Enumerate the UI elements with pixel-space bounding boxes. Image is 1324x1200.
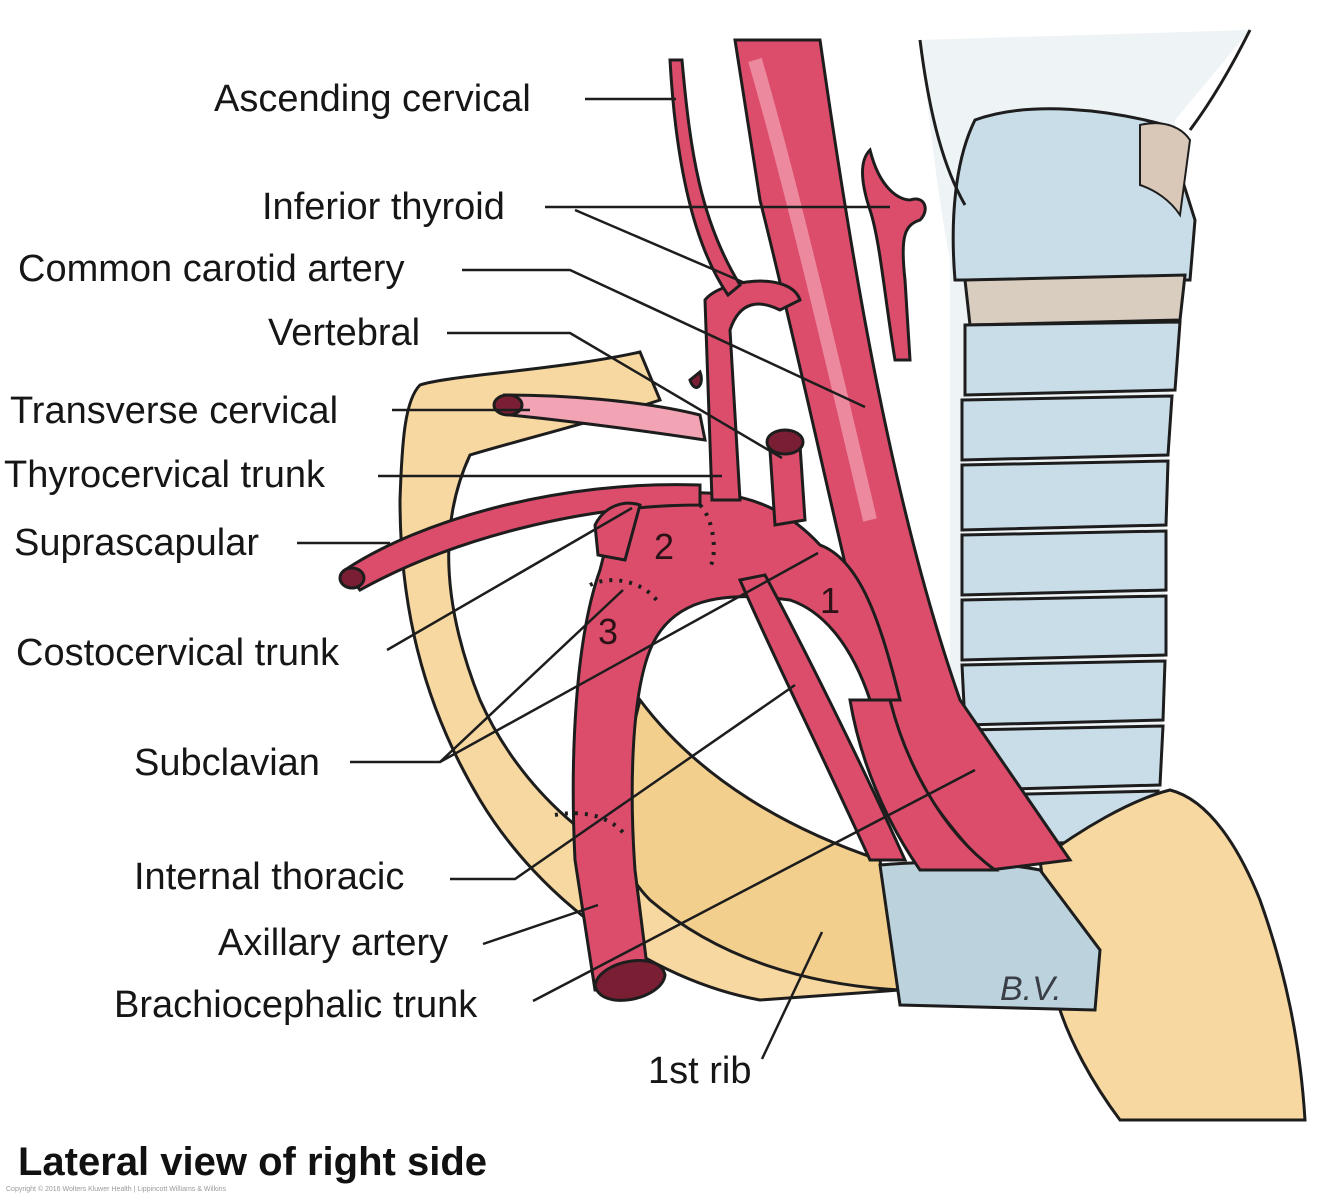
subclavian-part-dividers [554, 503, 716, 837]
internal-thoracic-shape [737, 573, 908, 862]
leader-lines [297, 97, 976, 1060]
arteries [338, 38, 1073, 1002]
label-suprascapular: Suprascapular [14, 522, 260, 564]
trachea [918, 29, 1252, 860]
leader-brachiocephalic-trunk [532, 768, 976, 1003]
costocervical-shape [593, 501, 642, 562]
axillary-lumen [593, 959, 667, 1002]
subclavian-part-1: 1 [820, 580, 841, 621]
leader-vertebral [447, 331, 783, 460]
artist-signature: B.V. [1000, 970, 1062, 1008]
bones [398, 350, 1307, 1122]
transverse-cervical-shape [503, 393, 707, 442]
manubrium [1038, 788, 1307, 1122]
leader-axillary-artery [482, 903, 599, 946]
subclavian-part-2: 2 [654, 526, 675, 567]
cricoid-cartilage [963, 273, 1187, 327]
label-costocervical-trunk: Costocervical trunk [16, 632, 340, 674]
vertebral-shape [768, 443, 807, 527]
label-thyrocervical-trunk: Thyrocervical trunk [4, 454, 325, 496]
brachiocephalic-shape [848, 698, 1000, 872]
subclavian-part-3: 3 [598, 611, 619, 652]
label-axillary-artery: Axillary artery [218, 922, 449, 964]
ascending-cervical-shape [668, 58, 742, 298]
label-subclavian: Subclavian [134, 742, 320, 784]
label-first-rib: 1st rib [648, 1050, 752, 1092]
label-internal-thoracic: Internal thoracic [134, 856, 405, 898]
label-transverse-cervical: Transverse cervical [10, 390, 339, 432]
label-ascending-cervical: Ascending cervical [214, 78, 531, 120]
leader-common-carotid [462, 268, 866, 409]
copyright-notice: Copyright © 2016 Wolters Kluwer Health |… [6, 1186, 227, 1193]
leader-costocervical-trunk [386, 506, 633, 652]
leader-internal-thoracic [450, 683, 796, 881]
inferior-thyroid-shape [861, 147, 927, 362]
leader-first-rib [760, 931, 824, 1060]
leader-subclavian [350, 551, 819, 764]
label-vertebral: Vertebral [268, 312, 421, 354]
label-inferior-thyroid: Inferior thyroid [262, 186, 505, 228]
subclavian-shape [571, 491, 902, 992]
label-common-carotid-artery: Common carotid artery [18, 248, 405, 290]
label-brachiocephalic-trunk: Brachiocephalic trunk [114, 984, 478, 1026]
figure-caption: Lateral view of right side [18, 1140, 488, 1184]
leader-inferior-thyroid [545, 205, 890, 285]
